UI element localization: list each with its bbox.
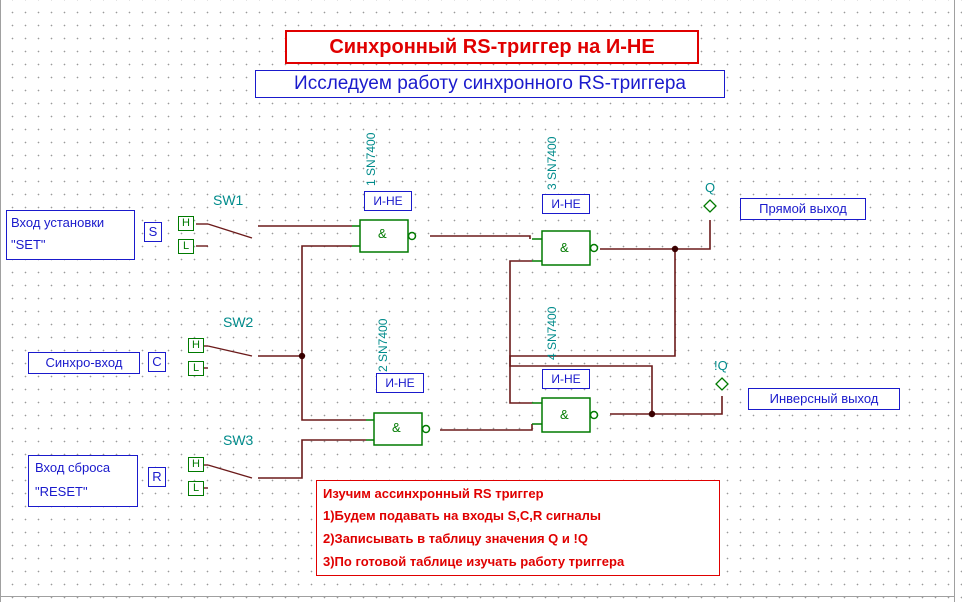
note-line: 3)По готовой таблице изучать работу триг… xyxy=(323,554,625,569)
wire-g2-g4 xyxy=(440,424,533,431)
wire-q-feedback xyxy=(509,249,676,404)
note-line: 2)Записывать в таблицу значения Q и !Q xyxy=(323,531,588,546)
reset-input-label: Вход сброса "RESET" xyxy=(28,455,138,507)
gate-2-symbol: & xyxy=(392,420,401,435)
sw2-label: SW2 xyxy=(223,314,254,330)
wire-q-output xyxy=(600,220,711,250)
gate-2-ref: 2 SN7400 xyxy=(376,318,390,372)
set-letter: S xyxy=(144,222,162,242)
wire-sync-bus xyxy=(301,245,366,421)
set-label-line2: "SET" xyxy=(11,237,46,252)
instructions-box: Изучим ассинхронный RS триггер 1)Будем п… xyxy=(316,480,720,576)
sw3-label: SW3 xyxy=(223,432,254,448)
canvas-border-bottom xyxy=(0,596,955,597)
canvas-border-left xyxy=(0,0,1,602)
gate-3-ref: 3 SN7400 xyxy=(545,136,559,190)
note-line: Изучим ассинхронный RS триггер xyxy=(323,486,544,501)
wire-g1-g3 xyxy=(430,235,531,239)
page-title: Синхронный RS-триггер на И-НЕ xyxy=(285,30,699,64)
sw3-high-button[interactable]: H xyxy=(188,457,204,472)
gate-1-ref: 1 SN7400 xyxy=(364,132,378,186)
gate-3-body xyxy=(541,230,591,266)
sync-letter: C xyxy=(148,352,166,372)
gate-4-label: И-НЕ xyxy=(542,369,590,389)
page-subtitle: Исследуем работу синхронного RS-триггера xyxy=(255,70,725,98)
sw1-high-button[interactable]: H xyxy=(178,216,194,231)
canvas-border-right xyxy=(954,0,955,602)
reset-letter: R xyxy=(148,467,166,487)
nq-pin-icon xyxy=(715,377,729,391)
gate-1-label: И-НЕ xyxy=(364,191,412,211)
wire-sw3-g2 xyxy=(258,439,366,479)
junction-dot xyxy=(298,352,306,360)
junction-dot xyxy=(648,410,656,418)
q-output-label: Прямой выход xyxy=(740,198,866,220)
q-pin-label: Q xyxy=(705,180,716,195)
gate-1-body xyxy=(359,219,409,253)
sw1-label: SW1 xyxy=(213,192,244,208)
gate-3-label: И-НЕ xyxy=(542,194,590,214)
wire-nq-feedback xyxy=(509,260,653,414)
sw2-high-button[interactable]: H xyxy=(188,338,204,353)
sw2-low-button[interactable]: L xyxy=(188,361,204,376)
sw3-low-button[interactable]: L xyxy=(188,481,204,496)
note-line: 1)Будем подавать на входы S,C,R сигналы xyxy=(323,508,601,523)
reset-label-line1: Вход сброса xyxy=(35,460,111,475)
gate-3-symbol: & xyxy=(560,240,569,255)
junction-dot xyxy=(671,245,679,253)
gate-4-symbol: & xyxy=(560,407,569,422)
set-label-line1: Вход установки xyxy=(11,215,105,230)
sw1-low-button[interactable]: L xyxy=(178,239,194,254)
wire-nq-output xyxy=(610,396,723,415)
gate-4-ref: 4 SN7400 xyxy=(545,306,559,360)
nq-pin-label: !Q xyxy=(714,358,728,373)
nq-output-label: Инверсный выход xyxy=(748,388,900,410)
reset-label-line2: "RESET" xyxy=(35,484,88,499)
sync-input-label: Синхро-вход xyxy=(28,352,140,374)
q-pin-icon xyxy=(703,199,717,213)
set-input-label: Вход установки "SET" xyxy=(6,210,135,260)
gate-2-label: И-НЕ xyxy=(376,373,424,393)
gate-1-symbol: & xyxy=(378,226,387,241)
